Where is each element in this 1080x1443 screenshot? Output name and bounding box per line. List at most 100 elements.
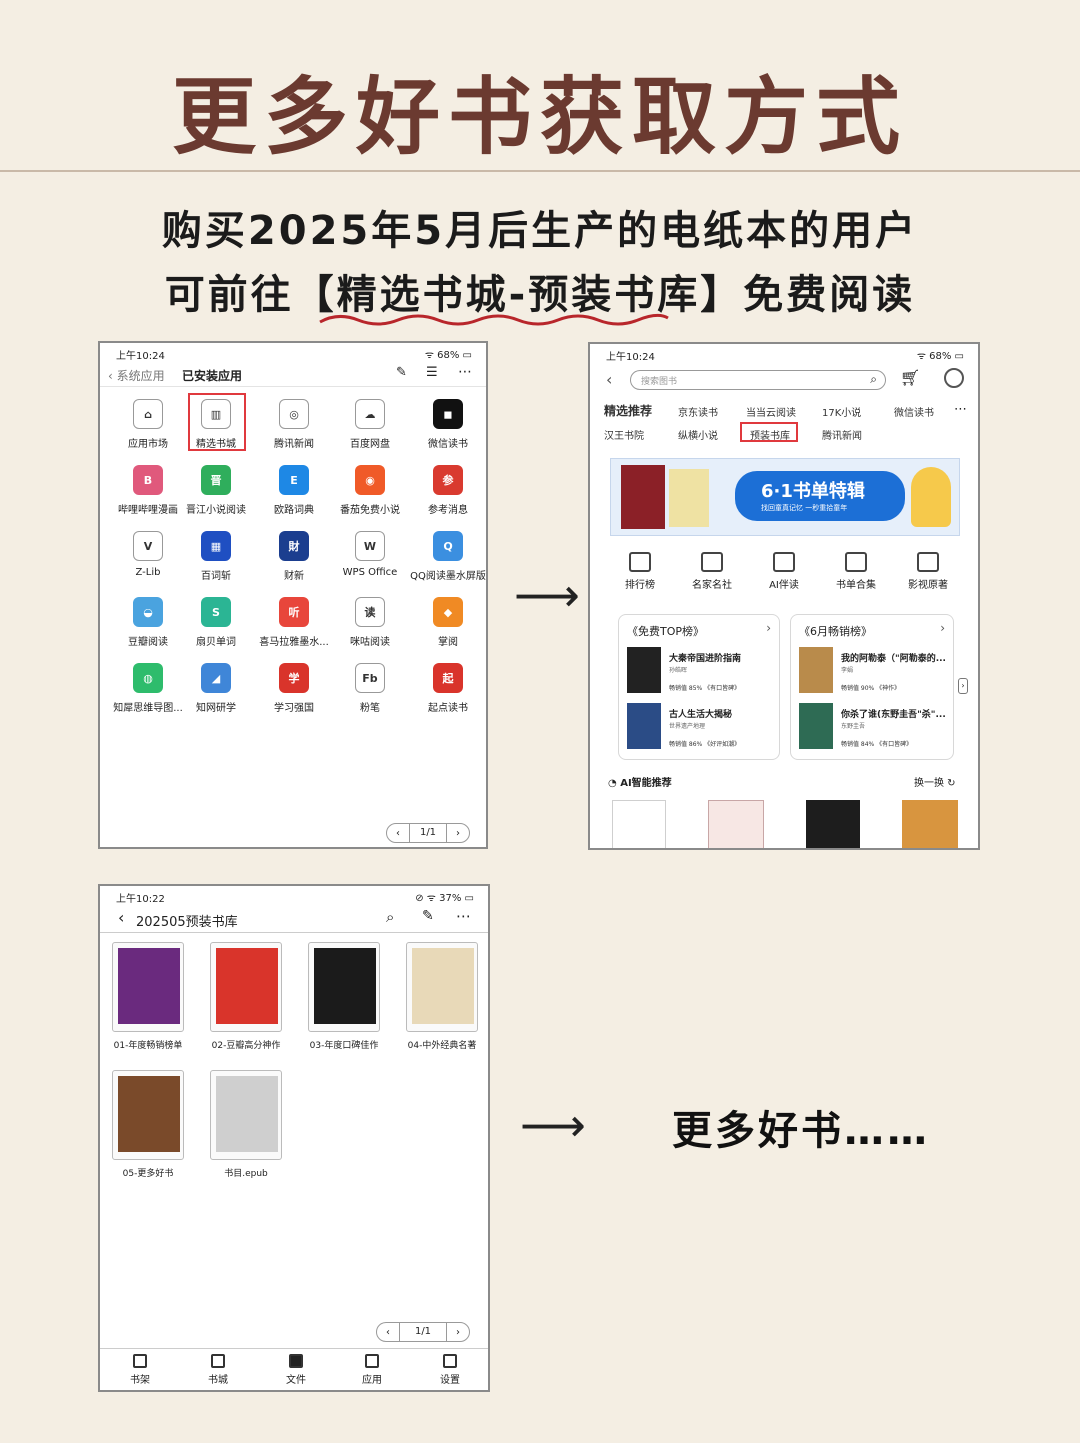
quick-entry[interactable]: 排行榜 [610,552,670,591]
cover-image [412,948,474,1024]
more-icon[interactable]: ⋯ [458,364,472,380]
book-entry[interactable]: 我的阿勒泰（"阿勒泰的...李娟畅销值 90% 《神作》 [799,647,949,697]
book-entry[interactable]: 你杀了谁(东野圭吾"杀"...东野圭吾畅销值 84% 《有口皆碑》 [799,703,949,753]
cart-icon[interactable]: 🛒︎ [900,368,921,387]
side-expand-handle[interactable]: › [958,678,968,694]
ai-book-cover-4[interactable] [902,800,958,848]
book-folder[interactable]: 02-豆瓣高分神作 [210,942,282,1051]
edit-icon[interactable]: ✎ [396,365,407,380]
card-title: 《免费TOP榜》 [627,625,705,638]
store-tab[interactable]: 微信读书 [894,408,934,419]
app-tile[interactable]: 参参考消息 [410,465,486,516]
app-label: 知网研学 [196,703,236,714]
book-author: 李娟 [841,667,854,674]
book-entry[interactable]: 古人生活大揭秘世界遗产地理畅销值 86% 《好评如潮》 [627,703,777,753]
app-tile[interactable]: ⌂应用市场 [110,399,186,450]
prev-page-button[interactable]: ‹ [396,827,400,839]
folder-cover [406,942,478,1032]
store-tab[interactable]: 17K小说 [822,408,862,419]
next-page-button[interactable]: › [456,1326,460,1338]
book-entry[interactable]: 大秦帝国进阶指南孙皓晖畅销值 85% 《有口皆碑》 [627,647,777,697]
prev-page-button[interactable]: ‹ [386,1326,390,1338]
app-tile[interactable]: 財财新 [256,531,332,582]
ai-book-cover-3[interactable] [806,800,860,848]
page-title: 更多好书获取方式 [171,67,908,166]
tab-apps[interactable]: 应用 [342,1354,402,1386]
status-bar: 上午10:22 ⊘ ᯤ 37% ▭ [100,886,488,906]
tab-files[interactable]: 文件 [266,1354,326,1386]
more-icon[interactable]: ⋯ [954,402,967,417]
tab-settings[interactable]: 设置 [420,1354,480,1386]
installed-apps-screen: 上午10:24 ᯤ 68% ▭ ‹ 系统应用 已安装应用 ✎ ☰ ⋯ ⌂应用市场… [98,341,488,849]
app-tile[interactable]: ▥精选书城 [178,399,254,450]
store-tab[interactable]: 汉王书院 [604,431,644,442]
chevron-right-icon[interactable]: › [940,621,945,635]
store-tab[interactable]: 腾讯新闻 [822,431,862,442]
app-tile[interactable]: 读咪咕阅读 [332,597,408,648]
quick-entry[interactable]: 名家名社 [682,552,742,591]
app-tile[interactable]: ☁百度网盘 [332,399,408,450]
sort-icon[interactable]: ☰ [426,365,438,380]
chevron-right-icon[interactable]: › [766,621,771,635]
tab-label: 书城 [208,1375,228,1386]
app-tile[interactable]: ◢知网研学 [178,663,254,714]
app-tile[interactable]: 听喜马拉雅墨水... [256,597,332,648]
cover-image [216,1076,278,1152]
tab-bookstore[interactable]: 书城 [188,1354,248,1386]
ai-book-cover-1[interactable] [612,800,666,848]
app-tile[interactable]: 晋晋江小说阅读 [178,465,254,516]
search-input[interactable]: 搜索图书 ⌕ [630,370,886,390]
store-tab[interactable]: 京东读书 [678,408,718,419]
tab-bookshelf[interactable]: 书架 [110,1354,170,1386]
back-button[interactable]: ‹ 系统应用 [108,369,165,383]
back-icon[interactable]: ‹ [606,370,613,389]
promo-banner[interactable]: 6·1书单特辑 找回童真记忆 一秒重拾童年 [610,458,960,536]
store-tab[interactable]: 纵横小说 [678,431,718,442]
tabbar-divider [100,1348,488,1349]
edit-icon[interactable]: ✎ [422,908,434,924]
tab-label: 文件 [286,1375,306,1386]
quick-entry[interactable]: 影视原著 [898,552,958,591]
folder-cover [112,942,184,1032]
app-tile[interactable]: ◆掌阅 [410,597,486,648]
app-tile[interactable]: ◼微信读书 [410,399,486,450]
book-folder[interactable]: 05-更多好书 [112,1070,184,1179]
folder-label: 04-中外经典名著 [407,1041,477,1051]
app-tile[interactable]: ◉番茄免费小说 [332,465,408,516]
app-tile[interactable]: ◎腾讯新闻 [256,399,332,450]
app-tile[interactable]: ◒豆瓣阅读 [110,597,186,648]
next-page-button[interactable]: › [456,827,460,839]
search-icon[interactable]: ⌕ [870,372,877,386]
epub-file[interactable]: 书目.epub [210,1070,282,1179]
ai-book-cover-2[interactable] [708,800,764,848]
app-tile[interactable]: 学学习强国 [256,663,332,714]
back-icon[interactable]: ‹ [118,908,125,927]
quick-entry[interactable]: AI伴读 [754,552,814,591]
book-folder[interactable]: 03-年度口碑佳作 [308,942,380,1051]
app-tile[interactable]: 起起点读书 [410,663,486,714]
app-tile[interactable]: ▦百词斩 [178,531,254,582]
store-tab[interactable]: 精选推荐 [604,404,653,418]
refresh-button[interactable]: 换一换 ↻ [914,778,956,789]
june-bestseller-card[interactable]: 《6月畅销榜》 › 我的阿勒泰（"阿勒泰的...李娟畅销值 90% 《神作》你杀… [790,614,954,760]
free-top-card[interactable]: 《免费TOP榜》 › 大秦帝国进阶指南孙皓晖畅销值 85% 《有口皆碑》古人生活… [618,614,780,760]
more-icon[interactable]: ⋯ [456,907,471,925]
quick-entry[interactable]: 书单合集 [826,552,886,591]
pager: ‹ 1/1 › [386,823,470,843]
user-icon[interactable] [944,368,964,388]
app-tile[interactable]: ◍知犀思维导图... [110,663,186,714]
quick-entry-label: AI伴读 [769,580,799,591]
store-tab[interactable]: 预装书库 [750,431,790,442]
search-icon[interactable]: ⌕ [386,908,395,926]
app-icon: S [201,597,231,627]
book-folder[interactable]: 04-中外经典名著 [406,942,478,1051]
store-tab[interactable]: 当当云阅读 [746,408,796,419]
book-folder[interactable]: 01-年度畅销榜单 [112,942,184,1051]
